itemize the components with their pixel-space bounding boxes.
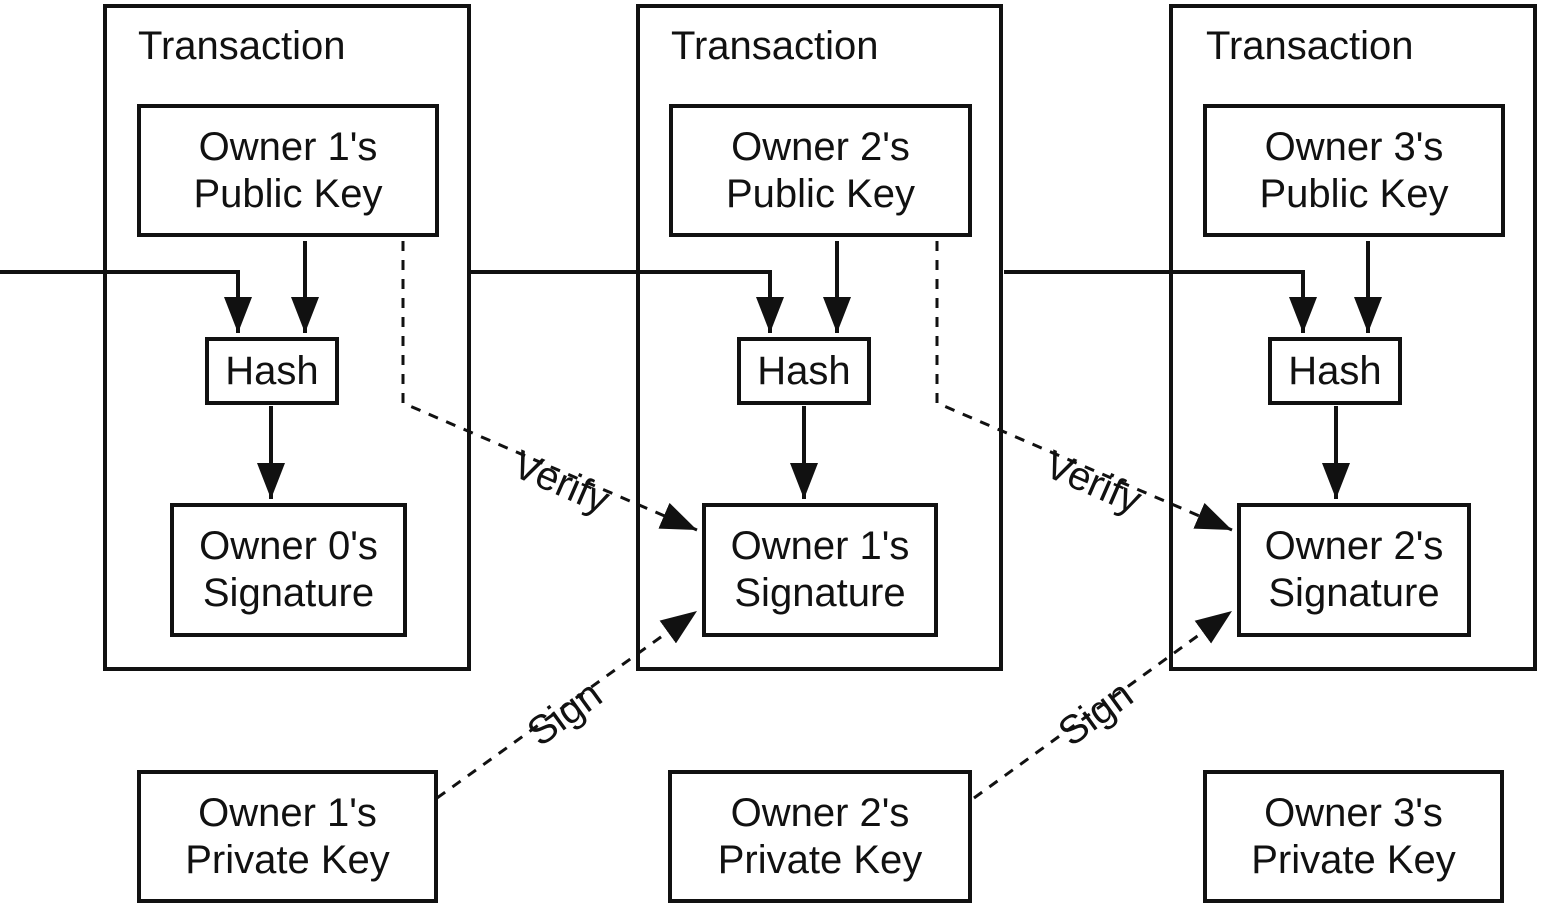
- public-key-label-line1: Owner 1's: [198, 124, 378, 169]
- private-key-box-1: Owner 1's Private Key: [137, 770, 438, 903]
- signature-label-line1: Owner 2's: [1264, 524, 1444, 568]
- public-key-label-line2: Public Key: [726, 171, 915, 216]
- transaction-box-2: [636, 4, 1003, 671]
- private-key-box-2: Owner 2's Private Key: [668, 770, 972, 903]
- public-key-box-1: Owner 1's Public Key: [137, 104, 439, 237]
- hash-box-3: Hash: [1268, 337, 1402, 405]
- sign-arrow-1: [436, 609, 698, 800]
- verify-arrow-1: [401, 241, 698, 532]
- signature-label-line2: Signature: [734, 571, 906, 615]
- signature-box-1: Owner 0's Signature: [170, 503, 407, 637]
- signature-label-line2: Signature: [202, 571, 375, 615]
- input-feed-line-3: [1004, 270, 1317, 333]
- private-key-box-3: Owner 3's Private Key: [1203, 770, 1504, 903]
- input-feed-line-2: [471, 270, 784, 333]
- private-key-label-line1: Owner 3's: [1264, 790, 1443, 835]
- transaction-box-3: [1169, 4, 1537, 671]
- public-key-box-2: Owner 2's Public Key: [669, 104, 972, 237]
- hash-box-2: Hash: [737, 337, 871, 405]
- public-key-label-line2: Public Key: [193, 171, 383, 216]
- verify-arrow-2: [935, 241, 1233, 532]
- input-feed-line-1: [0, 270, 252, 333]
- public-key-box-3: Owner 3's Public Key: [1203, 104, 1505, 237]
- signature-label-line2: Signature: [1268, 571, 1440, 615]
- sign-arrow-2: [973, 609, 1233, 800]
- public-key-label-line1: Owner 3's: [1264, 124, 1444, 169]
- transaction-title-1: Transaction: [138, 24, 346, 68]
- private-key-label-line2: Private Key: [185, 837, 390, 882]
- private-key-label-line2: Private Key: [1251, 837, 1456, 882]
- transaction-title-3: Transaction: [1206, 24, 1414, 68]
- signature-box-3: Owner 2's Signature: [1237, 503, 1471, 637]
- signature-label-line1: Owner 0's: [199, 524, 378, 568]
- signature-label-line1: Owner 1's: [730, 524, 910, 568]
- transaction-box-1: [103, 4, 471, 671]
- private-key-label-line1: Owner 1's: [198, 790, 377, 835]
- hash-box-1: Hash: [205, 337, 339, 405]
- public-key-label-line1: Owner 2's: [731, 124, 910, 169]
- private-key-label-line2: Private Key: [717, 837, 923, 882]
- transaction-title-2: Transaction: [671, 24, 879, 68]
- public-key-label-line2: Public Key: [1259, 171, 1449, 216]
- private-key-label-line1: Owner 2's: [730, 790, 910, 835]
- signature-box-2: Owner 1's Signature: [702, 503, 938, 637]
